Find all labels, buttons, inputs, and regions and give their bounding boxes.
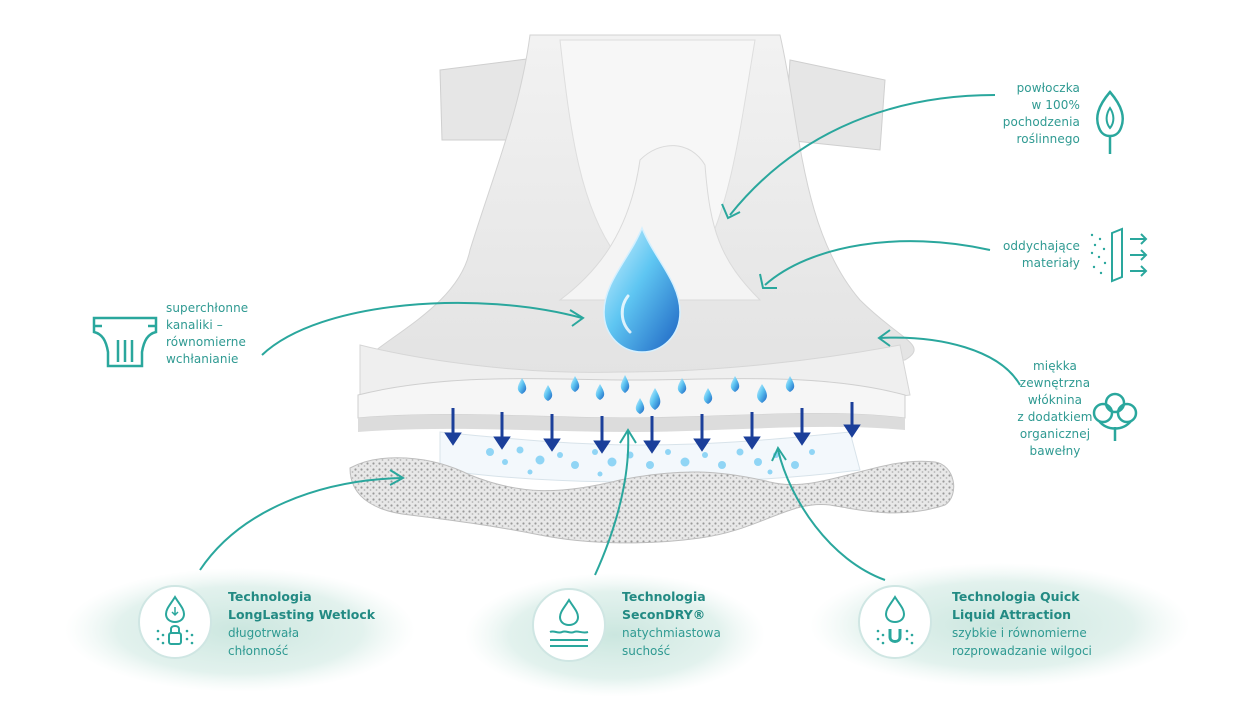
- callout-line-secondry: [594, 431, 630, 576]
- callout-text: kanaliki –: [166, 318, 223, 332]
- callout-breathable: oddychające materiały: [930, 238, 1080, 272]
- callout-channels: superchłonne kanaliki – równomierne wchł…: [166, 300, 286, 368]
- callout-text: z dodatkiem: [1017, 410, 1093, 424]
- magnet-dots-icon: [876, 629, 914, 645]
- callout-text: organicznej: [1019, 427, 1091, 441]
- tech-desc-line: natychmiastowa: [622, 626, 721, 640]
- tech-desc-line: rozprowadzanie wilgoci: [952, 644, 1092, 658]
- callout-text: oddychające: [1002, 239, 1080, 253]
- tech-title-line: Technologia: [228, 589, 312, 604]
- absorption-arrows: [444, 402, 861, 454]
- callout-line-wetlock: [199, 477, 403, 571]
- callout-text: superchłonne: [166, 301, 249, 315]
- callout-line-channels: [261, 301, 583, 356]
- callout-line-breathable: [764, 240, 991, 286]
- callout-cotton: miękka zewnętrzna włóknina z dodatkiem o…: [1000, 358, 1110, 460]
- badge-wetlock: [138, 585, 212, 659]
- tech-desc-line: długotrwała: [228, 626, 300, 640]
- callout-line-plant: [729, 94, 996, 216]
- tech-desc-line: szybkie i równomierne: [952, 626, 1087, 640]
- tech-title-line: Technologia Quick: [952, 589, 1080, 604]
- callout-text: włóknina: [1027, 393, 1083, 407]
- callout-text: materiały: [1021, 256, 1080, 270]
- callout-text: roślinnego: [1016, 132, 1080, 146]
- tech-title-line: Liquid Attraction: [952, 607, 1072, 622]
- dots-particles-icon: [1090, 233, 1107, 275]
- callout-text: bawełny: [1029, 444, 1081, 458]
- callout-text: w 100%: [1031, 98, 1080, 112]
- diaper-channels-icon: [92, 316, 158, 368]
- tech-title-line: Technologia: [622, 589, 706, 604]
- callout-plant-coating: powłoczka w 100% pochodzenia roślinnego: [930, 80, 1080, 148]
- breathable-layer-icon: [1111, 227, 1148, 283]
- top-sheet-layer: [357, 378, 906, 432]
- droplet-icon: [558, 598, 580, 627]
- droplet-icon: [884, 595, 906, 624]
- callout-text: pochodzenia: [1002, 115, 1080, 129]
- callout-text: wchłanianie: [166, 352, 239, 366]
- tech-wetlock: Technologia LongLasting Wetlock długotrw…: [228, 588, 428, 660]
- badge-secondry: [532, 588, 606, 662]
- tech-desc-line: suchość: [622, 644, 671, 658]
- cotton-flower-icon: [1092, 392, 1138, 441]
- lock-dots-icon: [156, 625, 194, 645]
- droplet-icon: [164, 595, 186, 624]
- small-droplets: [517, 375, 795, 414]
- tech-title-line: SeconDRY®: [622, 607, 706, 622]
- callout-line-quick: [777, 449, 886, 581]
- callout-line-cotton: [879, 336, 1021, 386]
- tech-quick: Technologia Quick Liquid Attraction szyb…: [952, 588, 1182, 660]
- badge-quick: [858, 585, 932, 659]
- callout-lines: [199, 94, 1021, 581]
- leaf-icon: [1096, 90, 1124, 154]
- tech-title-line: LongLasting Wetlock: [228, 607, 376, 622]
- wave-layers-icon: [549, 630, 589, 647]
- absorbent-core-layer: [349, 457, 955, 544]
- tech-secondry: Technologia SeconDRY® natychmiastowa suc…: [622, 588, 812, 660]
- callout-text: równomierne: [166, 335, 246, 349]
- callout-text: miękka: [1032, 359, 1078, 373]
- callout-text: zewnętrzna: [1019, 376, 1091, 390]
- callout-text: powłoczka: [1016, 81, 1080, 95]
- tech-desc-line: chłonność: [228, 644, 289, 658]
